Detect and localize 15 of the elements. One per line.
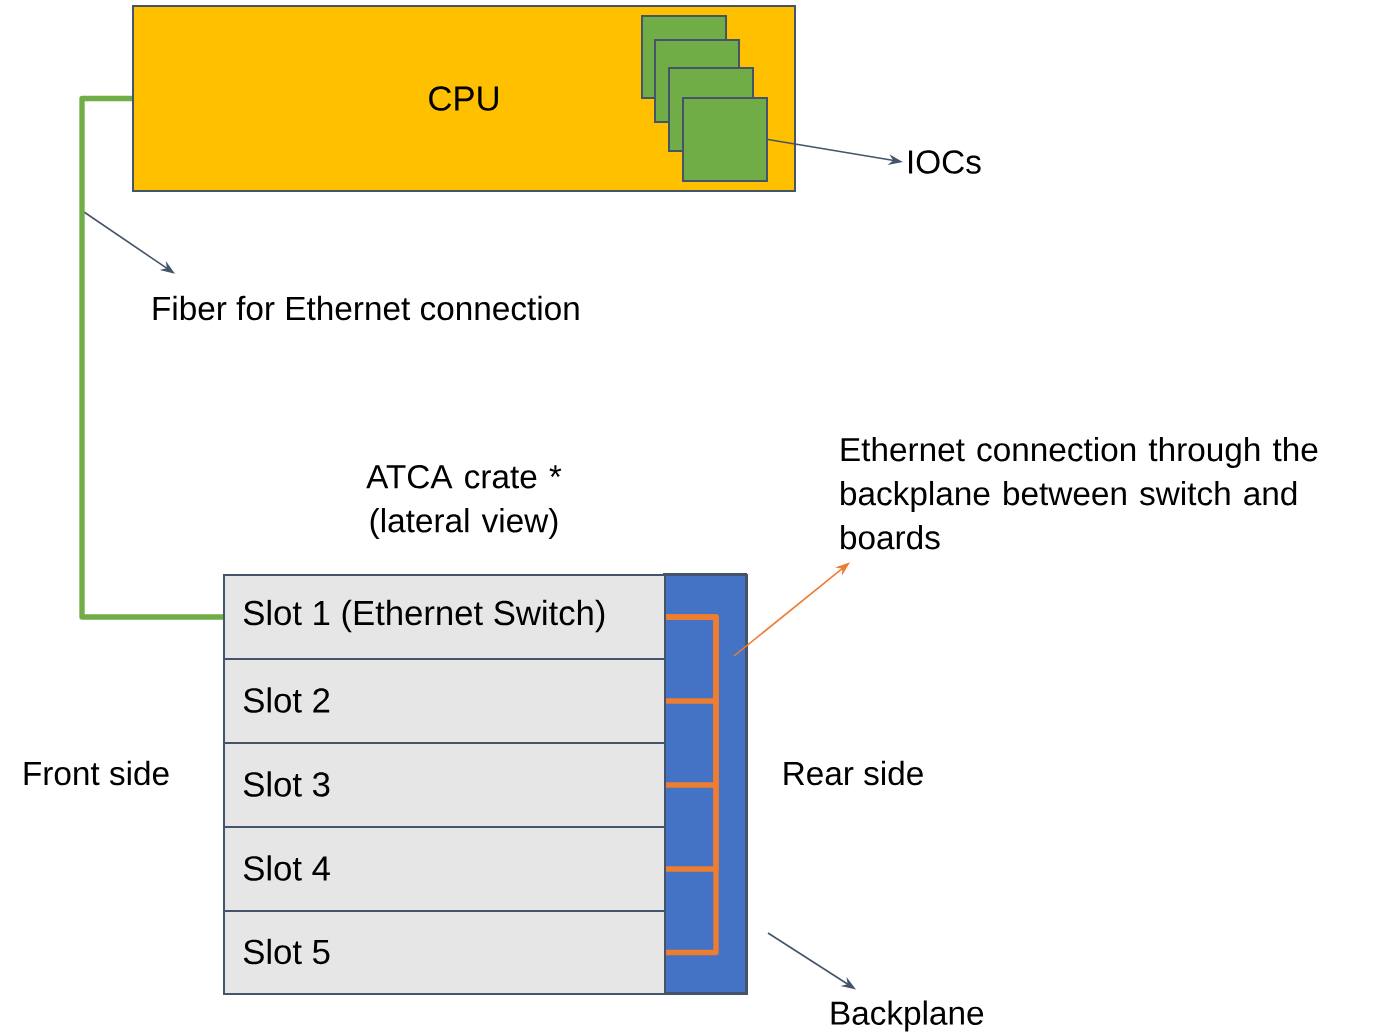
- side-label: Front side: [24, 760, 169, 786]
- slot-box: Slot 4: [223, 826, 666, 912]
- side-label: Rear side: [784, 760, 923, 786]
- text-label: Ethernet connection through the backplane between switch and boards: [841, 436, 1318, 550]
- slot-box: Slot 5: [223, 910, 666, 995]
- trace-line: [666, 614, 719, 956]
- text-label: IOCs: [909, 150, 981, 174]
- board-square: [682, 97, 768, 182]
- slot-box: Slot 2: [223, 658, 666, 744]
- heading: ATCA crate * (lateral view): [366, 464, 562, 540]
- fiber-line: [79, 95, 223, 620]
- slot-box: Slot 1 (Ethernet Switch): [223, 574, 666, 660]
- text-label: Backplane: [831, 1000, 984, 1032]
- slot-box: Slot 3: [223, 742, 666, 828]
- text-label: Fiber for Ethernet connection: [153, 295, 579, 321]
